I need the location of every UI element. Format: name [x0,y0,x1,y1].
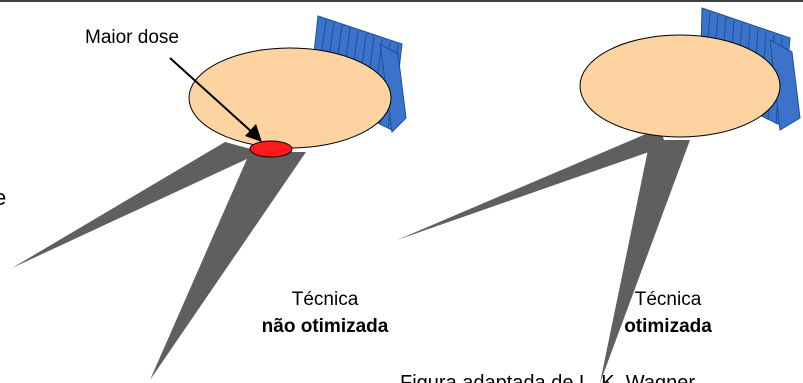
annotation-label: Maior dose [85,27,179,48]
left-technique-line1: Técnica [292,289,359,310]
right-scene: Técnica otimizada [397,7,801,383]
right-beam-cone-2 [600,140,690,383]
left-patient-body [188,47,392,149]
left-beam-cone-1 [12,142,262,268]
left-scene: Maior dose Técnica não otimizada [12,15,407,380]
left-edge-fragment: e [0,185,6,210]
right-technique-line2: otimizada [624,316,712,337]
right-beam-cone-1 [397,128,666,240]
right-patient-body [579,34,781,138]
annotation-arrow [169,57,262,142]
hotspot-marker [249,140,293,158]
left-technique-line2: não otimizada [262,316,389,337]
right-technique-line1: Técnica [635,289,702,310]
figure-credit: Figura adaptada de L. K. Wagner [400,372,695,383]
left-beam-cone-2 [150,152,306,380]
